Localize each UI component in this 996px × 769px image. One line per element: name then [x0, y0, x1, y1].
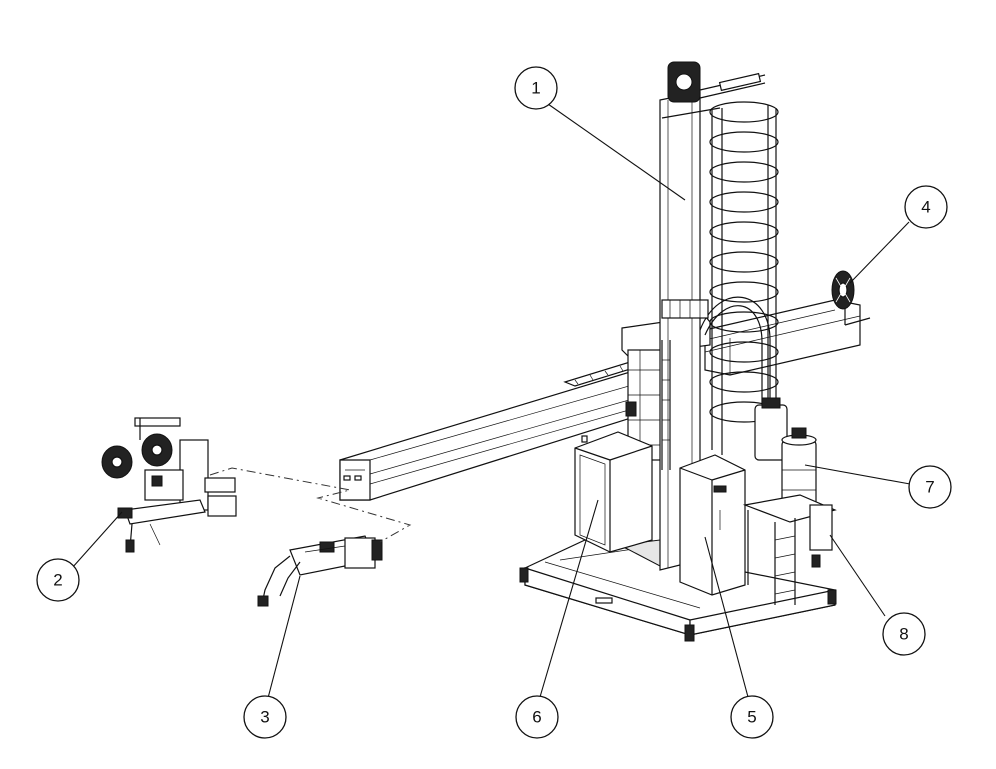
callout-2-label: 2	[53, 571, 62, 590]
callout-5: 5	[730, 695, 774, 739]
leader-lines	[71, 103, 911, 699]
callout-6: 6	[515, 695, 559, 739]
rear-beam	[704, 299, 861, 376]
callout-3: 3	[243, 695, 287, 739]
torch-assembly-3	[257, 535, 383, 607]
callout-4: 4	[904, 185, 948, 229]
control-cabinet-6	[574, 431, 653, 553]
leader-5	[704, 536, 749, 698]
callout-1-label: 1	[531, 79, 540, 98]
control-cabinet-5	[679, 454, 746, 596]
callout-4-label: 4	[921, 198, 930, 217]
callout-7: 7	[908, 465, 952, 509]
welding-head-2	[101, 417, 237, 553]
assembly-relation-lines	[209, 467, 412, 543]
callout-8: 8	[882, 612, 926, 656]
leader-2	[71, 511, 123, 569]
access-platform-8	[742, 494, 837, 605]
leader-8	[829, 534, 886, 617]
leader-7	[804, 464, 911, 485]
callout-1: 1	[514, 66, 558, 110]
callout-5-label: 5	[747, 708, 756, 727]
leader-3	[267, 575, 301, 699]
callout-7-label: 7	[925, 478, 934, 497]
callout-6-label: 6	[532, 708, 541, 727]
hose-cage	[661, 101, 779, 470]
leader-1	[547, 103, 686, 201]
leader-4	[849, 221, 910, 284]
callout-2: 2	[36, 558, 80, 602]
leader-6	[539, 499, 599, 698]
wire-reel-4	[831, 270, 871, 326]
callout-8-label: 8	[899, 625, 908, 644]
callout-3-label: 3	[260, 708, 269, 727]
